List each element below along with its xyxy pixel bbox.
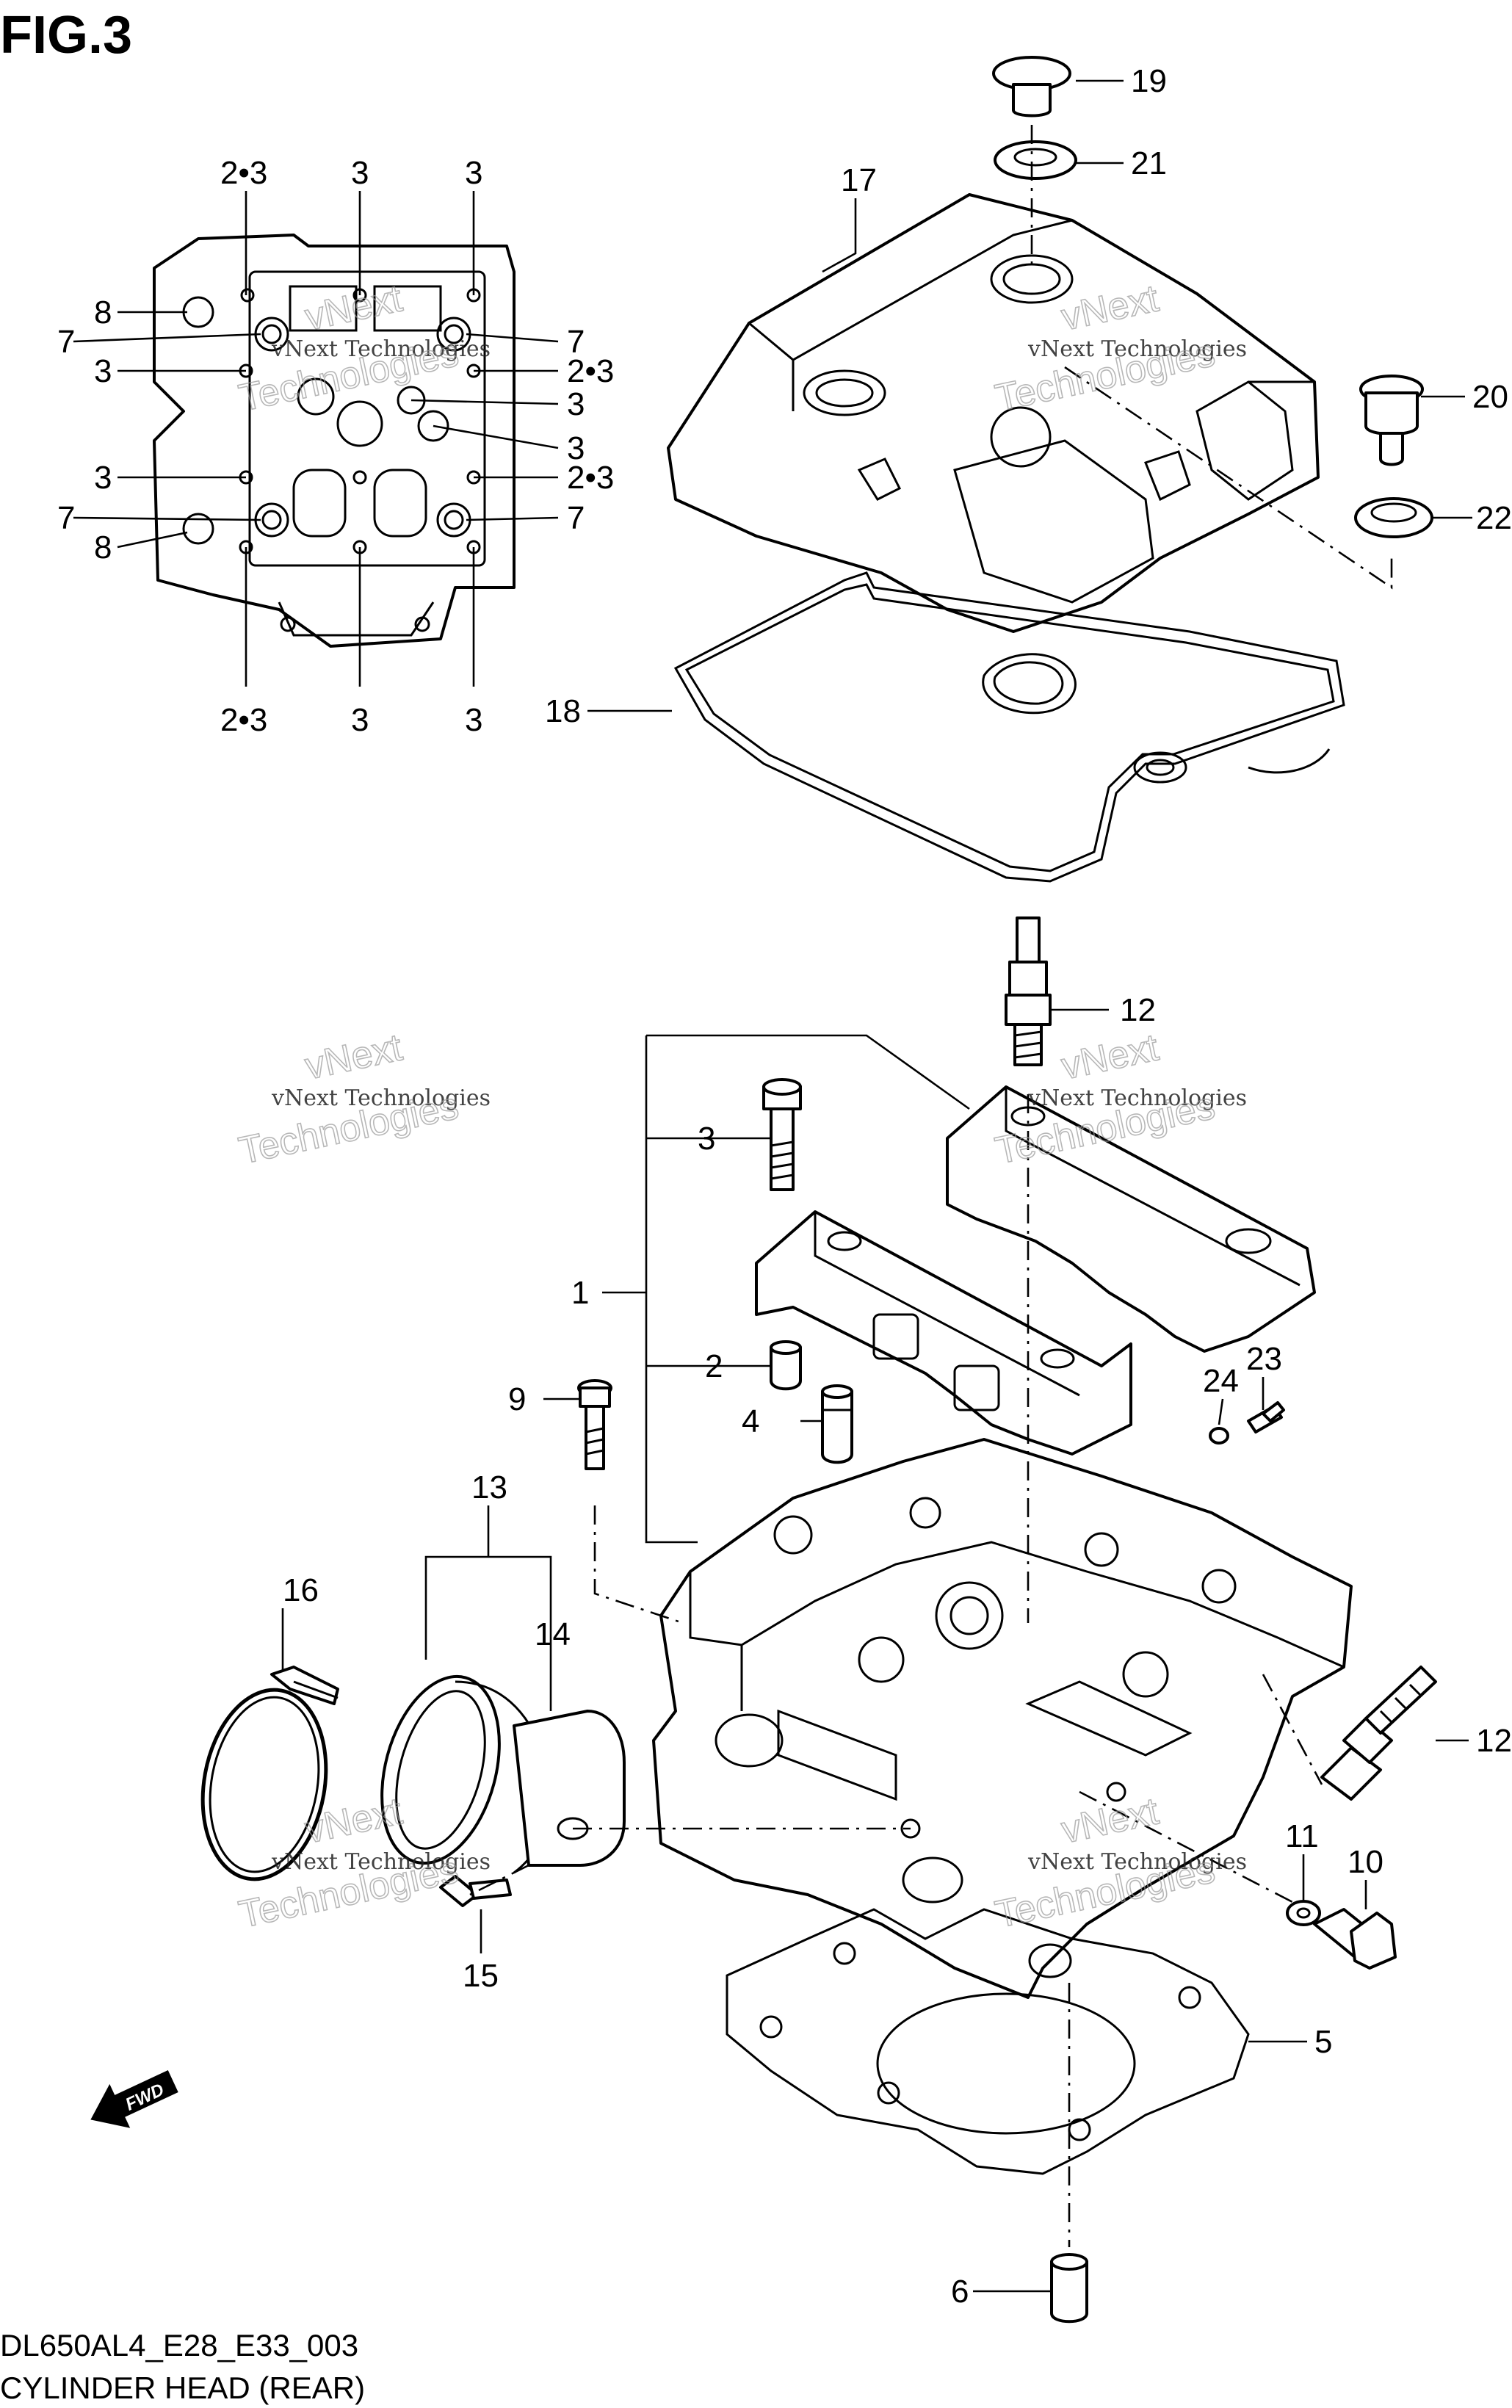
callout-21: 21	[1131, 145, 1167, 181]
plan-callout-top-2-3: 2•3	[220, 155, 267, 191]
plan-callout-right-3b: 3	[567, 430, 585, 466]
diagram-code: DL650AL4_E28_E33_003	[0, 2328, 358, 2362]
watermark-brand-5: vNext	[301, 1790, 406, 1851]
callout-6: 6	[951, 2274, 969, 2310]
plan-callouts: 2•3 3 3 8 7 3 3 7 8 7 2•3 3 3 2•3 7 2•3 …	[57, 155, 614, 738]
callout-12-lower: 12	[1476, 1723, 1512, 1759]
plan-callout-top-3b: 3	[465, 155, 482, 191]
camshaft-holder-assembly	[755, 1085, 1316, 1456]
washer-11	[1286, 1900, 1321, 1926]
callout-23: 23	[1246, 1341, 1282, 1377]
callout-10: 10	[1348, 1844, 1383, 1880]
plan-callout-left-8b: 8	[94, 529, 112, 565]
plan-callout-right-2-3a: 2•3	[567, 353, 614, 389]
plan-callout-right-2-3b: 2•3	[567, 460, 614, 496]
callout-5: 5	[1314, 2024, 1332, 2060]
plan-callout-left-3b: 3	[94, 460, 112, 496]
callout-9: 9	[508, 1381, 526, 1417]
assembly-axis-lines	[469, 1094, 1323, 2247]
hose-clamp-16	[200, 1666, 339, 1881]
callout-12-upper: 12	[1120, 992, 1156, 1028]
spark-plug-upper	[1005, 916, 1052, 1066]
holder-bolt-3	[762, 1078, 802, 1191]
watermark-brand-4: vNext	[1057, 1026, 1162, 1088]
spark-plug-lower	[1320, 1666, 1437, 1801]
callout-15: 15	[463, 1958, 499, 1994]
plan-callout-bottom-2-3: 2•3	[220, 702, 267, 738]
group-1-bracket	[602, 1034, 970, 1544]
plan-callout-top-3a: 3	[351, 155, 369, 191]
watermark-6: vNext Technologies	[1027, 1849, 1247, 1875]
cylinder-head	[652, 1438, 1353, 1999]
group-13-bracket	[424, 1505, 552, 1711]
callout-2: 2	[705, 1348, 723, 1384]
cover-bolt-19	[992, 56, 1071, 117]
o-ring-24	[1209, 1427, 1229, 1445]
cylinder-head-cover	[667, 193, 1320, 633]
watermark-2: vNext Technologies	[1027, 336, 1247, 362]
callout-24: 24	[1203, 1363, 1239, 1399]
plan-callout-right-3a: 3	[567, 386, 585, 422]
callout-20: 20	[1472, 379, 1508, 415]
callout-17: 17	[841, 162, 877, 198]
cylinder-head-plan-view	[153, 234, 516, 648]
plan-callout-left-7a: 7	[57, 324, 75, 360]
cover-washer-21	[994, 140, 1077, 180]
watermark-1: vNext Technologies	[271, 336, 491, 362]
diagram-name: CYLINDER HEAD (REAR)	[0, 2371, 365, 2405]
cylinder-head-gasket	[726, 1908, 1250, 2175]
cover-gasket	[673, 571, 1345, 883]
plan-callout-right-7b: 7	[567, 500, 585, 536]
callout-18: 18	[545, 693, 581, 729]
bolt-10	[1313, 1908, 1397, 1970]
figure-title: FIG.3	[0, 6, 132, 65]
axis-line-20	[1064, 366, 1393, 590]
fitting-23	[1247, 1401, 1285, 1433]
callouts: 19 21 17 20 22 18 12 3 1 2 4 24 23 9 13 …	[283, 63, 1512, 2310]
callout-14: 14	[535, 1616, 571, 1652]
callout-19: 19	[1131, 63, 1167, 99]
dowel-pin-2	[770, 1340, 802, 1391]
plan-leader-lines	[73, 191, 559, 687]
callout-16: 16	[283, 1572, 319, 1608]
fwd-arrow-icon: FWD	[90, 2070, 178, 2128]
callout-11: 11	[1285, 1818, 1319, 1854]
cover-washer-22	[1354, 497, 1433, 538]
watermark-brand-3: vNext	[301, 1026, 406, 1088]
dowel-pin-6	[1050, 2253, 1088, 2324]
callout-4: 4	[742, 1403, 759, 1439]
watermark-3: vNext Technologies	[271, 1085, 491, 1111]
bolt-9	[577, 1379, 612, 1470]
plan-callout-left-8a: 8	[94, 294, 112, 330]
intake-gasket-14	[513, 1710, 626, 1867]
callout-3: 3	[698, 1121, 715, 1157]
plan-callout-bottom-3a: 3	[351, 702, 369, 738]
callout-1: 1	[571, 1275, 589, 1311]
watermark-4: vNext Technologies	[1027, 1085, 1247, 1111]
leader-lines	[281, 79, 1472, 2293]
callout-22: 22	[1476, 500, 1512, 536]
cover-bolt-20	[1359, 375, 1424, 466]
pin-4	[821, 1384, 853, 1464]
plan-callout-left-7b: 7	[57, 500, 75, 536]
callout-13: 13	[471, 1469, 507, 1505]
plan-callout-right-7a: 7	[567, 324, 585, 360]
screw-15	[439, 1875, 512, 1907]
plan-callout-bottom-3b: 3	[465, 702, 482, 738]
plan-callout-left-3a: 3	[94, 353, 112, 389]
watermarks: vNext Technologies vNext Technologies vN…	[235, 276, 1247, 1937]
watermark-5: vNext Technologies	[271, 1849, 491, 1875]
